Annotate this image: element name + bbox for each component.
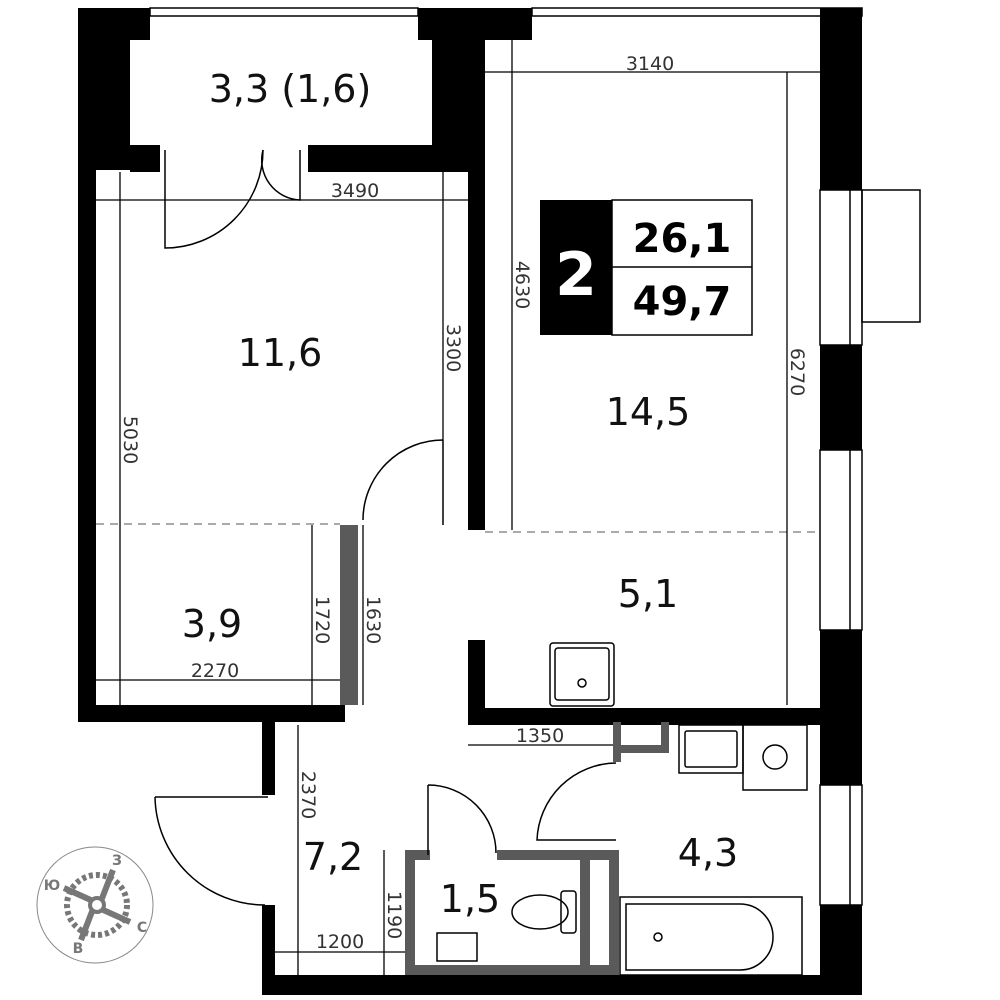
dim-label: 1190 <box>383 891 405 939</box>
wc-sink-icon <box>436 932 478 962</box>
summary-badge: 2 26,1 49,7 <box>540 199 753 336</box>
area-hall-left: 3,9 <box>182 602 242 646</box>
area-bathroom: 4,3 <box>678 831 738 875</box>
area-bedroom: 11,6 <box>238 331 323 375</box>
dim-label: 3300 <box>442 324 464 372</box>
dim-label: 5030 <box>119 416 141 464</box>
dim-label: 1720 <box>311 596 333 644</box>
dim-label: 4630 <box>511 261 533 309</box>
dim-label: 2270 <box>191 660 239 682</box>
living-area: 26,1 <box>633 216 732 262</box>
area-hallway: 7,2 <box>303 835 363 879</box>
dim-label: 6270 <box>786 348 808 396</box>
compass-north: С <box>137 920 147 936</box>
dim-label: 1630 <box>362 596 384 644</box>
windows <box>149 7 921 906</box>
compass-icon: З Ю С В <box>36 846 154 964</box>
dimension-lines <box>96 40 820 975</box>
compass-south: Ю <box>44 878 60 894</box>
walls <box>78 8 862 995</box>
toilet-icon <box>511 894 569 930</box>
dim-label: 1350 <box>516 725 564 747</box>
dimension-labels: 3140 3490 4630 6270 3300 5030 1720 1630 … <box>119 53 808 953</box>
kitchen-sink-icon <box>549 642 615 707</box>
fixtures <box>436 642 808 976</box>
dim-label: 3490 <box>331 180 379 202</box>
bathtub-icon <box>619 896 803 976</box>
washing-machine-icon <box>742 724 808 791</box>
area-living: 14,5 <box>606 390 691 434</box>
room-count: 2 <box>555 240 597 310</box>
washbasin-icon <box>678 724 744 774</box>
total-area: 49,7 <box>633 279 732 325</box>
area-balcony: 3,3 (1,6) <box>209 67 372 111</box>
compass-east: В <box>73 941 84 957</box>
dim-label: 2370 <box>297 771 319 819</box>
room-areas: 3,3 (1,6) 11,6 14,5 3,9 5,1 7,2 1,5 4,3 <box>182 67 738 921</box>
dim-label: 3140 <box>626 53 674 75</box>
dim-label: 1200 <box>316 931 364 953</box>
area-corridor: 5,1 <box>618 572 678 616</box>
area-wc: 1,5 <box>440 877 500 921</box>
compass-west: З <box>112 853 122 869</box>
